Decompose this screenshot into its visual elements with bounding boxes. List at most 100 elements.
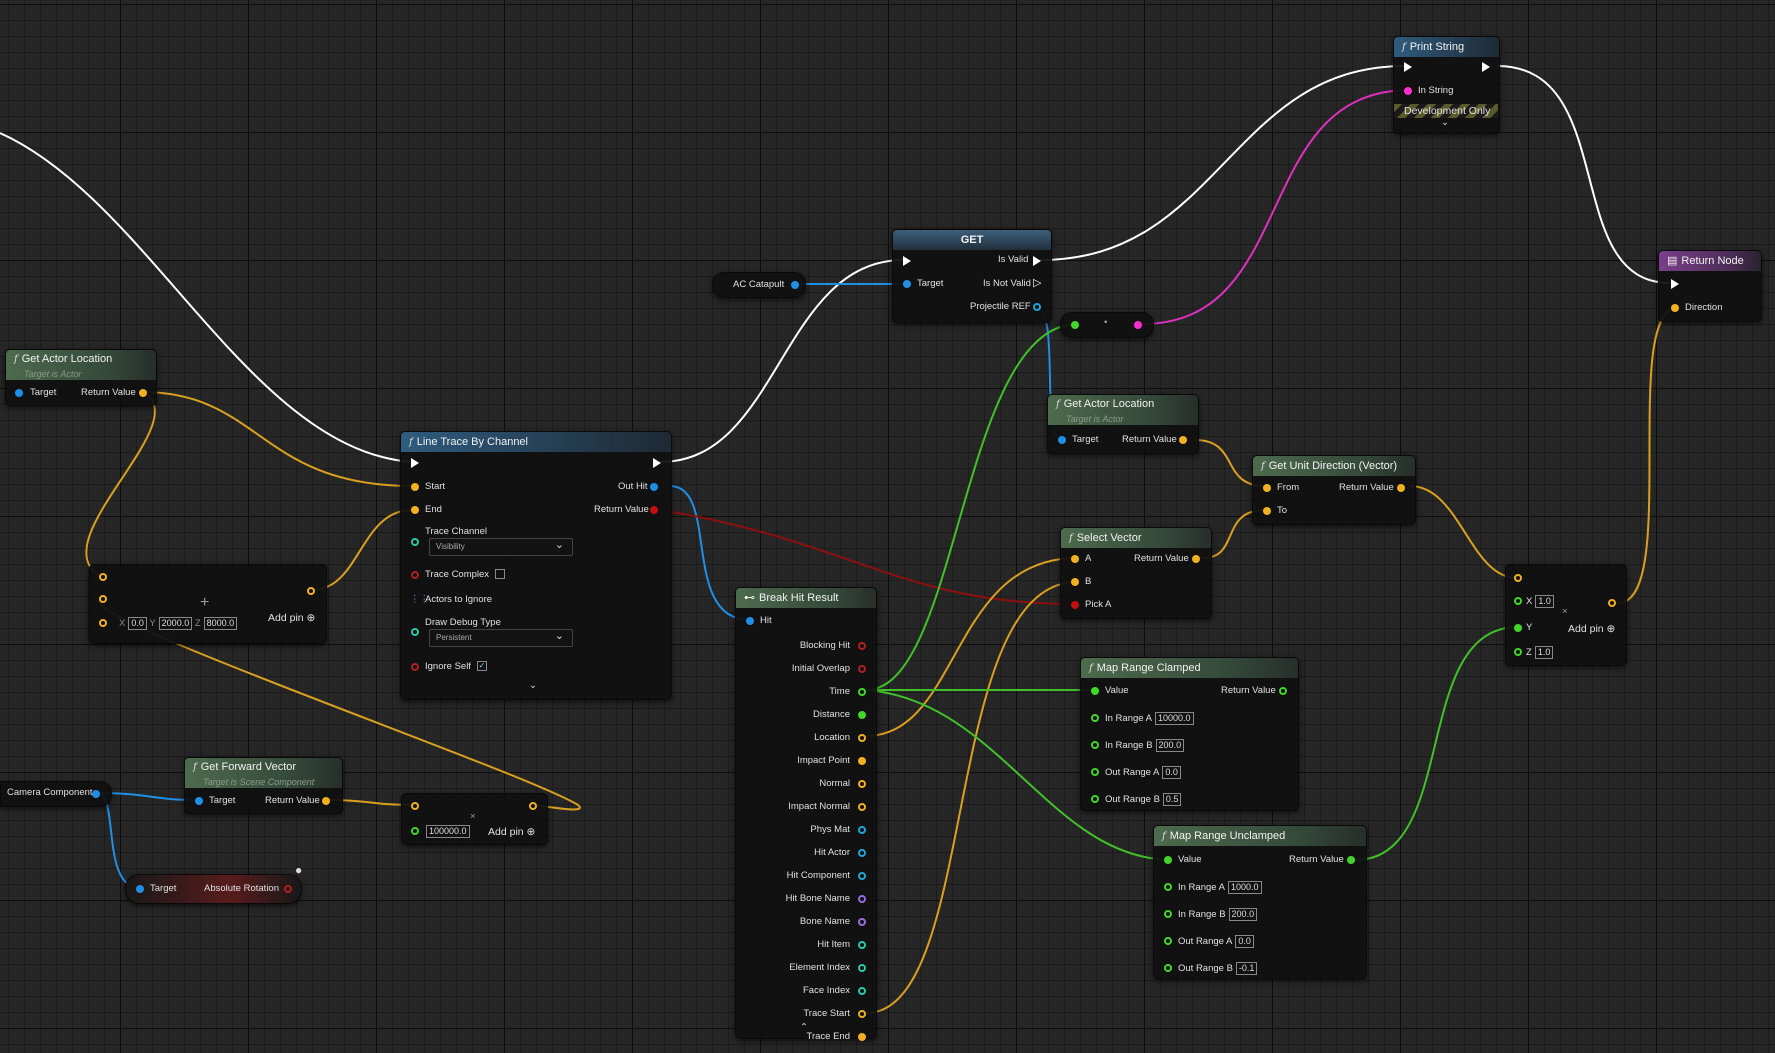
draw-debug-type-pin[interactable] — [411, 628, 419, 636]
return-value-pin[interactable] — [139, 389, 147, 397]
out-range-a-field[interactable]: 0.0 — [1162, 766, 1181, 779]
output-pin[interactable] — [1608, 599, 1616, 607]
out-range-a-pin[interactable] — [1091, 768, 1099, 776]
value-pin[interactable] — [1164, 856, 1172, 864]
ignore-self-checkbox[interactable]: ✓ — [476, 661, 487, 672]
collapse-chevron-icon[interactable]: ⌃ — [800, 1022, 808, 1033]
output-pin[interactable] — [858, 895, 866, 903]
input-pin[interactable] — [411, 802, 419, 810]
exec-out-pin[interactable] — [653, 458, 661, 468]
a-pin[interactable] — [1071, 555, 1079, 563]
add-pin-button[interactable]: Add pin ⊕ — [268, 612, 315, 624]
in-string-pin[interactable] — [1404, 87, 1412, 95]
is-not-valid-exec-pin[interactable]: ▷ — [1033, 277, 1042, 289]
get-node[interactable]: GET Is Valid Target Is Not Valid ▷ Proje… — [892, 229, 1052, 323]
out-range-a-pin[interactable] — [1164, 937, 1172, 945]
from-pin[interactable] — [1263, 484, 1271, 492]
output-pin[interactable] — [858, 826, 866, 834]
input-pin[interactable] — [99, 619, 107, 627]
return-value-pin[interactable] — [322, 797, 330, 805]
out-range-b-pin[interactable] — [1091, 795, 1099, 803]
start-pin[interactable] — [411, 483, 419, 491]
x-pin[interactable] — [1514, 597, 1522, 605]
output-pin[interactable] — [858, 780, 866, 788]
trace-complex-pin[interactable] — [411, 571, 419, 579]
value-pin[interactable] — [1091, 687, 1099, 695]
target-pin[interactable] — [195, 797, 203, 805]
direction-pin[interactable] — [1671, 304, 1679, 312]
output-pin[interactable] — [858, 734, 866, 742]
target-pin[interactable] — [903, 280, 911, 288]
rotation-pin[interactable] — [284, 885, 292, 893]
pick-a-pin[interactable] — [1071, 601, 1079, 609]
add-pin-button[interactable]: Add pin ⊕ — [488, 826, 535, 838]
return-value-pin[interactable] — [1179, 436, 1187, 444]
out-range-b-field[interactable]: -0.1 — [1235, 962, 1258, 975]
z-field[interactable]: 1.0 — [1534, 646, 1554, 659]
get-absolute-rotation-node[interactable]: Target Absolute Rotation — [125, 874, 302, 904]
out-hit-pin[interactable] — [650, 483, 658, 491]
exec-out-pin[interactable] — [1482, 62, 1490, 72]
output-pin[interactable] — [858, 803, 866, 811]
target-pin[interactable] — [136, 885, 144, 893]
ac-catapult-variable[interactable]: AC Catapult — [712, 272, 806, 298]
input-pin[interactable] — [99, 595, 107, 603]
output-pin[interactable] — [858, 711, 866, 719]
draw-debug-type-dropdown[interactable]: Persistent — [429, 628, 573, 647]
output-pin[interactable] — [307, 587, 315, 595]
exec-in-pin[interactable] — [411, 458, 419, 468]
output-pin[interactable] — [529, 802, 537, 810]
in-range-a-pin[interactable] — [1091, 714, 1099, 722]
output-pin[interactable] — [858, 642, 866, 650]
return-value-pin[interactable] — [650, 506, 658, 514]
output-pin[interactable] — [858, 918, 866, 926]
is-valid-exec-pin[interactable] — [1033, 256, 1041, 266]
end-pin[interactable] — [411, 506, 419, 514]
trace-channel-dropdown[interactable]: Visibility — [429, 537, 573, 556]
expand-chevron-icon[interactable]: ⌄ — [529, 680, 537, 691]
output-pin[interactable] — [858, 964, 866, 972]
output-pin[interactable] — [858, 987, 866, 995]
in-range-a-field[interactable]: 1000.0 — [1228, 881, 1262, 894]
out-range-a-field[interactable]: 0.0 — [1235, 935, 1254, 948]
in-range-a-field[interactable]: 10000.0 — [1155, 712, 1194, 725]
exec-in-pin[interactable] — [1671, 279, 1679, 289]
target-pin[interactable] — [15, 389, 23, 397]
to-pin[interactable] — [1263, 507, 1271, 515]
exec-in-pin[interactable] — [903, 256, 911, 266]
projectile-ref-pin[interactable] — [1033, 303, 1041, 311]
comment-bubble-icon[interactable]: ● — [295, 863, 303, 877]
output-pin[interactable] — [858, 872, 866, 880]
output-pin[interactable] — [858, 1033, 866, 1041]
return-value-pin[interactable] — [1192, 555, 1200, 563]
output-pin[interactable] — [858, 665, 866, 673]
trace-channel-pin[interactable] — [411, 538, 419, 546]
output-pin[interactable] — [92, 790, 100, 798]
output-pin[interactable] — [1134, 321, 1142, 329]
exec-in-pin[interactable] — [1404, 62, 1412, 72]
target-pin[interactable] — [1058, 436, 1066, 444]
return-value-pin[interactable] — [1397, 484, 1405, 492]
multiply-node[interactable]: × 100000.0 Add pin ⊕ — [401, 793, 548, 845]
output-pin[interactable] — [858, 941, 866, 949]
hit-pin[interactable] — [746, 617, 754, 625]
output-pin[interactable] — [858, 849, 866, 857]
trace-complex-checkbox[interactable] — [495, 569, 506, 580]
output-pin[interactable] — [791, 281, 799, 289]
add-pin-button[interactable]: Add pin ⊕ — [1568, 623, 1615, 635]
return-value-pin[interactable] — [1279, 687, 1287, 695]
in-range-b-field[interactable]: 200.0 — [1155, 739, 1185, 752]
out-range-b-pin[interactable] — [1164, 964, 1172, 972]
expand-chevron-icon[interactable]: ⌄ — [1441, 117, 1449, 128]
x-field[interactable]: 1.0 — [1535, 595, 1554, 608]
y-field[interactable]: 2000.0 — [158, 617, 193, 630]
in-range-b-pin[interactable] — [1091, 741, 1099, 749]
